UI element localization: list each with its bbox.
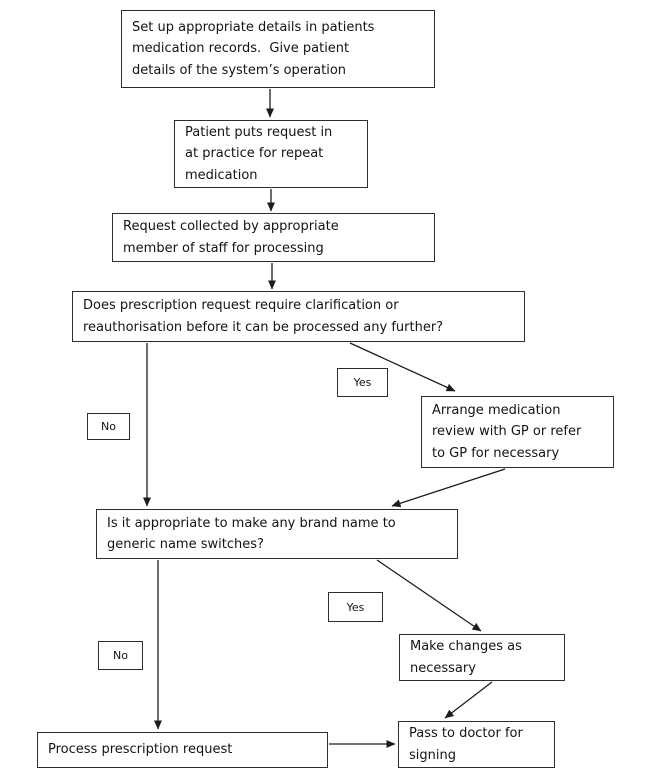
label-yes-brand-switch: Yes — [328, 592, 383, 622]
node-arrange-medication-review: Arrange medication review with GP or ref… — [421, 396, 614, 468]
arrow-brand-decision-yes-to-make-changes — [376, 559, 482, 632]
label-no-clarification: No — [87, 413, 130, 440]
arrow-make-changes-to-pass-to-doctor — [444, 681, 493, 719]
arrow-arrange-review-to-brand-decision — [391, 468, 506, 508]
label-yes-clarification: Yes — [337, 368, 388, 397]
node-setup-medication-records: Set up appropriate details in patients m… — [121, 10, 435, 88]
node-make-changes: Make changes as necessary — [399, 634, 565, 681]
decision-clarification-required: Does prescription request require clarif… — [72, 291, 525, 342]
decision-brand-to-generic-switch: Is it appropriate to make any brand name… — [96, 509, 458, 559]
node-patient-puts-request: Patient puts request in at practice for … — [174, 120, 368, 188]
node-pass-to-doctor: Pass to doctor for signing — [398, 721, 555, 768]
arrow-clarification-yes-to-arrange-review — [349, 342, 456, 392]
label-no-brand-switch: No — [98, 641, 143, 670]
node-process-prescription-request: Process prescription request — [37, 732, 328, 768]
node-request-collected: Request collected by appropriate member … — [112, 213, 435, 262]
